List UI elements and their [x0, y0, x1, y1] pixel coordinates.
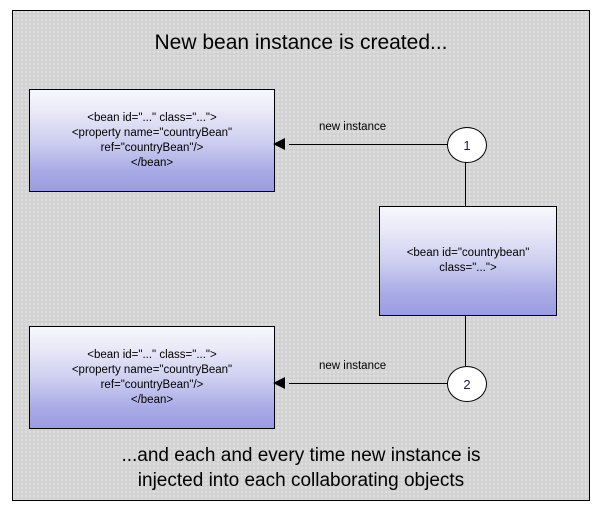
xml-line: </bean>	[130, 393, 174, 406]
caption-line-2: injected into each collaborating objects	[137, 470, 465, 491]
connector-center-box-to-circle2	[465, 316, 466, 366]
xml-line: <bean id="countrybean"	[406, 247, 530, 259]
xml-line: <bean id="..." class="...">	[87, 348, 217, 361]
xml-line: ref="countryBean"/>	[100, 141, 204, 154]
bottom-collaborator-bean-text: <bean id="..." class="..."> <property na…	[72, 348, 232, 408]
xml-line: ref="countryBean"/>	[100, 378, 204, 391]
step-marker-1: 1	[447, 127, 487, 163]
arrow-line-to-bottom-box	[289, 383, 452, 384]
arrowhead-icon	[273, 138, 285, 150]
prototype-bean-definition-box: <bean id="countrybean" class="...">	[379, 206, 557, 316]
xml-line: <property name="countryBean"	[71, 363, 233, 376]
xml-line: <property name="countryBean"	[71, 126, 233, 139]
arrowhead-icon	[273, 377, 285, 389]
step-marker-2: 2	[447, 366, 487, 402]
diagram-plate: New bean instance is created... <bean id…	[12, 10, 590, 501]
xml-line: </bean>	[130, 156, 174, 169]
xml-line: class="...">	[439, 262, 497, 274]
bottom-collaborator-bean-box: <bean id="..." class="..."> <property na…	[29, 326, 275, 429]
edge-label-new-instance-bottom: new instance	[319, 360, 387, 372]
top-collaborator-bean-box: <bean id="..." class="..."> <property na…	[29, 89, 275, 192]
diagram-caption: ...and each and every time new instance …	[13, 443, 589, 493]
xml-line: <bean id="..." class="...">	[87, 111, 217, 124]
arrow-line-to-top-box	[289, 144, 452, 145]
prototype-bean-text: <bean id="countrybean" class="...">	[407, 246, 530, 276]
caption-line-1: ...and each and every time new instance …	[121, 445, 481, 466]
diagram-title: New bean instance is created...	[154, 31, 448, 54]
edge-label-new-instance-top: new instance	[319, 121, 387, 133]
top-collaborator-bean-text: <bean id="..." class="..."> <property na…	[72, 111, 232, 171]
connector-circle1-to-center-box	[465, 161, 466, 206]
